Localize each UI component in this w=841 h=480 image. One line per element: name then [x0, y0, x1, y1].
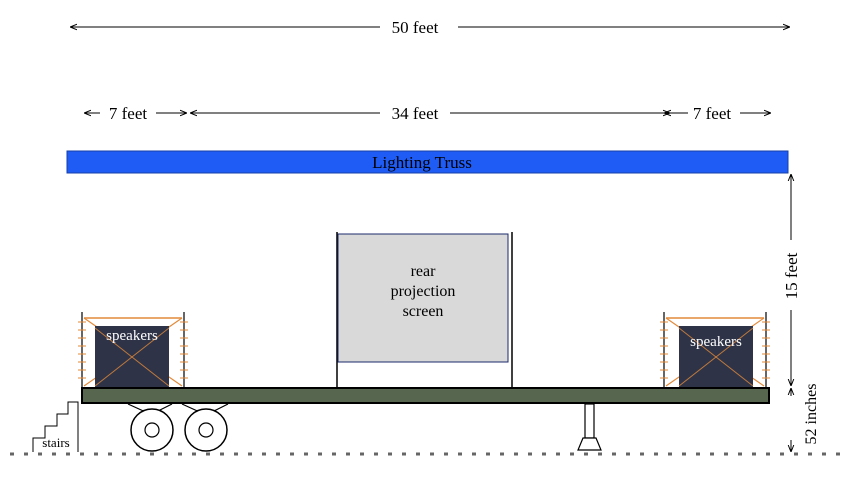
dimension-label-right: 7 feet — [693, 104, 732, 123]
dimension-truss-height: 15 feet — [782, 174, 801, 386]
dimension-total-width: 50 feet — [70, 18, 790, 37]
screen-surface — [337, 233, 509, 363]
dimension-stage-height: 52 inches — [791, 384, 820, 452]
dimension-label-truss-height: 15 feet — [782, 252, 801, 299]
screen-label-line1: rear — [411, 263, 437, 280]
dimension-label-center: 34 feet — [392, 104, 439, 123]
trailer-wheel — [184, 408, 228, 452]
jack-stand — [577, 403, 602, 451]
speakers-label-right: speakers — [690, 334, 742, 350]
speaker-tower-right: speakers — [660, 312, 770, 388]
scaffold-brace — [94, 327, 170, 387]
trailer-axle — [127, 403, 229, 452]
dimension-label-total: 50 feet — [392, 18, 439, 37]
scaffold-brace — [678, 327, 754, 387]
speakers-label-left: speakers — [106, 328, 158, 344]
trailer-wheel — [130, 408, 174, 452]
screen-label-line2: projection — [391, 283, 456, 300]
screen-label-line3: screen — [403, 303, 444, 320]
scaffold-rungs — [78, 321, 188, 379]
rear-projection-screen: rear projection screen — [336, 232, 513, 388]
dimension-label-left: 7 feet — [109, 104, 148, 123]
stage-deck — [81, 387, 770, 404]
stairs-label: stairs — [42, 435, 69, 450]
truss-label: Lighting Truss — [372, 153, 472, 172]
scaffold-rungs — [660, 321, 770, 379]
stairs: stairs — [32, 401, 79, 452]
speaker-tower-left: speakers — [78, 312, 188, 388]
dimension-sections: 7 feet 34 feet 7 feet — [84, 104, 771, 123]
dimension-label-stage-height: 52 inches — [803, 384, 820, 445]
lighting-truss: Lighting Truss — [66, 150, 789, 174]
truss-bar — [66, 150, 789, 174]
